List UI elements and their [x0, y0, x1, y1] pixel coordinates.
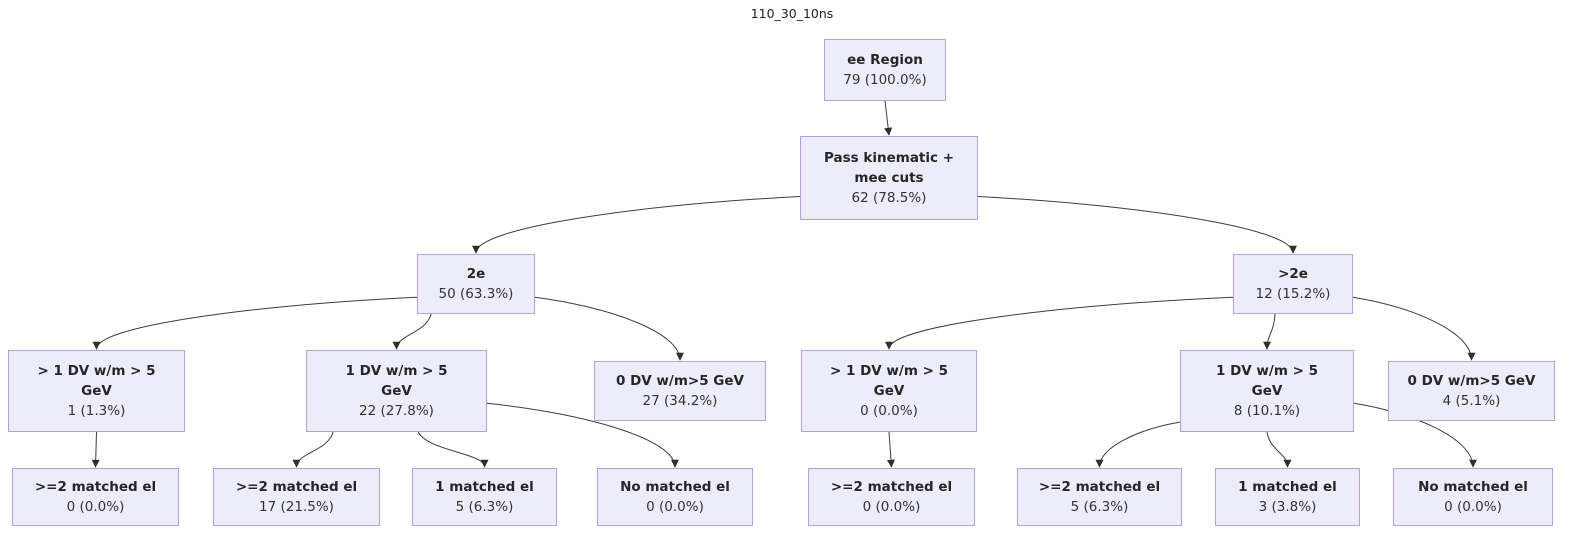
node-label: 2e [466, 266, 486, 282]
edge-r_1_dv-to-r_no_matched [1353, 402, 1477, 468]
node-right-no-matched-el: No matched el 0 (0.0%) [1393, 468, 1553, 526]
diagram-title: 110_30_10ns [750, 6, 834, 21]
edge-gt_two_e-to-r_1_dv [1263, 313, 1276, 350]
node-left-gt1-dv: > 1 DV w/m > 5 GeV 1 (1.3%) [8, 350, 185, 432]
node-label: 1 DV w/m > 5 GeV [1215, 363, 1319, 399]
node-count: 4 (5.1%) [1442, 393, 1501, 409]
node-left-no-matched-el: No matched el 0 (0.0%) [597, 468, 753, 526]
edge-l_gt1_dv-to-l_ge2_matched_a [91, 431, 100, 468]
node-label: 1 matched el [435, 479, 534, 495]
node-right-1-matched-el: 1 matched el 3 (3.8%) [1215, 468, 1360, 526]
node-label: 0 DV w/m>5 GeV [1407, 373, 1536, 389]
node-count: 12 (15.2%) [1255, 286, 1331, 302]
node-count: 17 (21.5%) [259, 499, 334, 515]
node-count: 22 (27.8%) [359, 403, 434, 419]
node-label: No matched el [620, 479, 730, 495]
node-count: 0 (0.0%) [646, 499, 704, 515]
node-ee-region: ee Region 79 (100.0%) [824, 39, 946, 101]
node-label: >=2 matched el [235, 479, 358, 495]
edge-r_gt1_dv-to-r_ge2_matched_a [886, 431, 895, 468]
node-right-0-dv: 0 DV w/m>5 GeV 4 (5.1%) [1388, 361, 1555, 421]
node-left-1-matched-el: 1 matched el 5 (6.3%) [412, 468, 557, 526]
edge-pass_kinematic-to-two_e [472, 195, 801, 254]
edge-two_e-to-l_0_dv [534, 296, 684, 361]
node-count: 62 (78.5%) [851, 190, 927, 206]
edge-two_e-to-l_gt1_dv [92, 296, 418, 350]
node-count: 8 (10.1%) [1233, 403, 1301, 419]
node-right-ge2-matched-el-2: >=2 matched el 5 (6.3%) [1017, 468, 1182, 526]
node-label: 1 DV w/m > 5 GeV [345, 363, 448, 399]
node-label: >=2 matched el [34, 479, 157, 495]
edge-r_1_dv-to-r_ge2_matched_b [1095, 421, 1181, 468]
node-count: 5 (6.3%) [455, 499, 514, 515]
edge-pass_kinematic-to-gt_two_e [977, 195, 1297, 254]
node-2e: 2e 50 (63.3%) [417, 254, 535, 314]
node-left-ge2-matched-el-1: >=2 matched el 0 (0.0%) [12, 468, 179, 526]
edge-gt_two_e-to-r_gt1_dv [885, 296, 1234, 350]
edge-l_1_dv-to-l_no_matched [486, 402, 679, 468]
node-right-1-dv: 1 DV w/m > 5 GeV 8 (10.1%) [1180, 350, 1354, 432]
node-count: 0 (0.0%) [66, 499, 125, 515]
edge-l_1_dv-to-l_1_matched [417, 431, 489, 468]
edge-gt_two_e-to-r_0_dv [1352, 296, 1476, 361]
node-label: >=2 matched el [1038, 479, 1161, 495]
node-label: Pass kinematic + mee cuts [823, 150, 955, 186]
node-label: 0 DV w/m>5 GeV [615, 373, 744, 389]
node-left-ge2-matched-el-2: >=2 matched el 17 (21.5%) [213, 468, 380, 526]
node-count: 0 (0.0%) [862, 499, 921, 515]
node-label: 1 matched el [1238, 479, 1337, 495]
edge-ee_region-to-pass_kinematic [884, 100, 893, 136]
node-count: 3 (3.8%) [1258, 499, 1317, 515]
node-label: ee Region [847, 52, 923, 68]
edge-r_1_dv-to-r_1_matched [1266, 431, 1292, 468]
node-label: > 1 DV w/m > 5 GeV [37, 363, 156, 399]
edge-two_e-to-l_1_dv [392, 313, 432, 350]
node-label: >2e [1278, 266, 1308, 282]
node-count: 79 (100.0%) [843, 72, 927, 88]
node-count: 27 (34.2%) [642, 393, 718, 409]
node-left-1-dv: 1 DV w/m > 5 GeV 22 (27.8%) [306, 350, 487, 432]
node-count: 0 (0.0%) [860, 403, 918, 419]
node-label: No matched el [1418, 479, 1528, 495]
node-gt-2e: >2e 12 (15.2%) [1233, 254, 1353, 314]
node-count: 1 (1.3%) [67, 403, 126, 419]
node-count: 50 (63.3%) [438, 286, 514, 302]
node-label: > 1 DV w/m > 5 GeV [829, 363, 949, 399]
node-count: 0 (0.0%) [1444, 499, 1502, 515]
node-count: 5 (6.3%) [1070, 499, 1129, 515]
node-pass-kinematic-mee-cuts: Pass kinematic + mee cuts 62 (78.5%) [800, 136, 978, 220]
node-left-0-dv: 0 DV w/m>5 GeV 27 (34.2%) [594, 361, 766, 421]
edge-l_1_dv-to-l_ge2_matched_b [292, 431, 334, 468]
node-right-ge2-matched-el-1: >=2 matched el 0 (0.0%) [808, 468, 975, 526]
node-label: >=2 matched el [830, 479, 953, 495]
node-right-gt1-dv: > 1 DV w/m > 5 GeV 0 (0.0%) [801, 350, 977, 432]
